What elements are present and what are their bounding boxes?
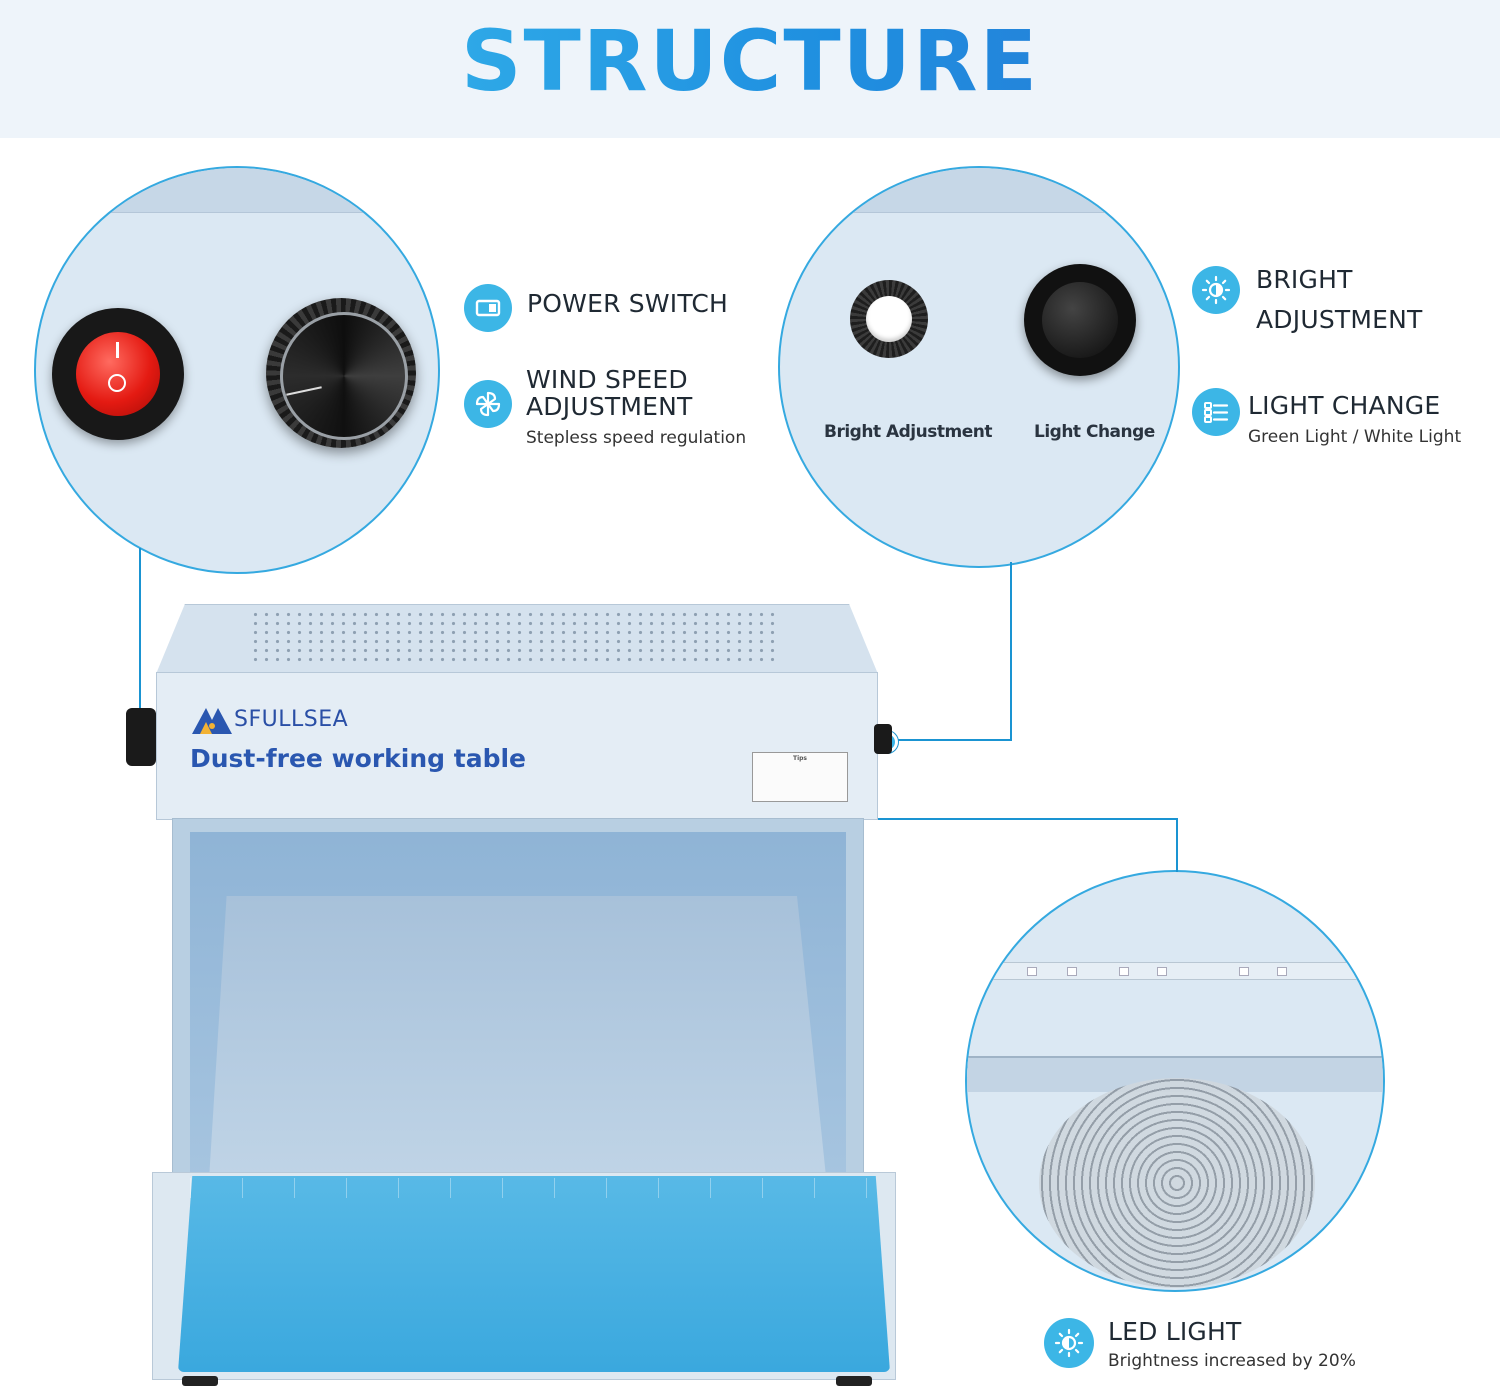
silicone-work-mat [178,1176,890,1372]
closeup-light-panel: Bright Adjustment Light Change [778,166,1180,568]
mat-compartments [190,1178,870,1198]
power-switch-label: POWER SWITCH [527,289,729,318]
light-change-button [1024,264,1136,376]
leader-line-light-horizontal [888,739,1012,741]
leader-line-light-vertical [1010,562,1012,740]
led-light-label: LED LIGHT Brightness increased by 20% [1108,1317,1356,1371]
fan-icon [464,380,512,428]
device-foot-right [836,1376,872,1386]
wind-speed-label: WIND SPEED ADJUSTMENT Stepless speed reg… [526,365,747,448]
bright-adjustment-knob [850,280,928,358]
tips-sticker: Tips [752,752,848,802]
light-change-caption: Light Change [1034,422,1155,442]
header-banner: STRUCTURE [0,0,1500,138]
wind-speed-knob [266,298,416,448]
device-foot-left [182,1376,218,1386]
closeup-led-interior [965,870,1385,1292]
fan-grille [1039,1078,1315,1288]
leader-line-power [139,548,141,734]
vent-grill [250,610,780,666]
page-title: STRUCTURE [0,12,1500,110]
product-name: Dust-free working table [190,744,527,773]
leader-line-led-vertical [1176,818,1178,872]
power-rocker-switch [52,308,184,440]
device-back-panel [208,896,828,1196]
sun-icon [1044,1318,1094,1368]
light-change-label: LIGHT CHANGE Green Light / White Light [1248,391,1462,447]
closeup-power-panel [34,166,440,574]
brand-logo: SFULLSEA [190,702,348,736]
bright-adjustment-caption: Bright Adjustment [824,422,992,442]
brightness-icon [1192,266,1240,314]
side-control-right [874,724,892,754]
leader-line-led-horizontal [818,818,1178,820]
brand-name: SFULLSEA [234,706,349,732]
bright-adjustment-label: BRIGHT ADJUSTMENT [1256,265,1423,334]
led-strip-upper [987,962,1367,980]
side-control-left [126,708,156,766]
toggle-switch-icon [464,284,512,332]
brand-mark-icon [190,702,234,736]
list-toggle-icon [1192,388,1240,436]
